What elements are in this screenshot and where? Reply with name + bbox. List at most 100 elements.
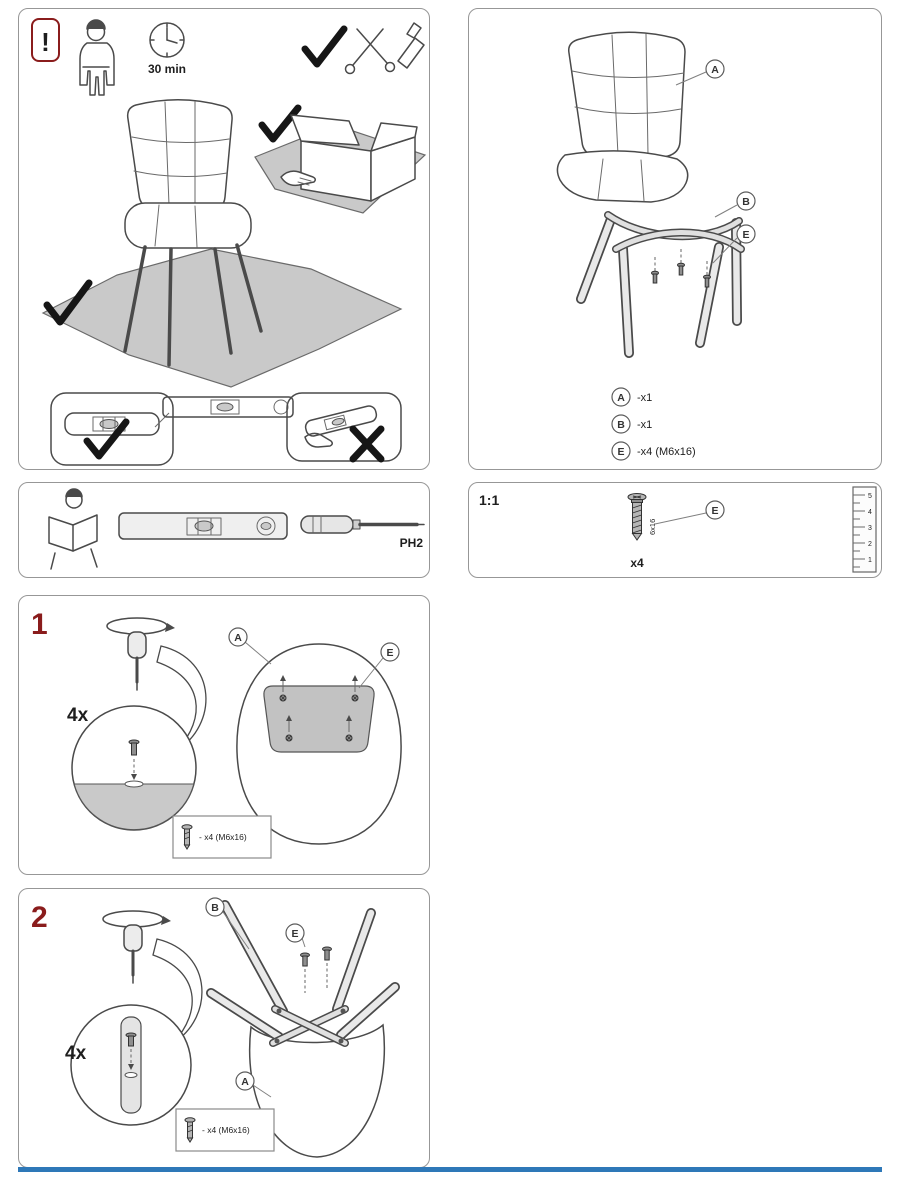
svg-text:E: E bbox=[742, 229, 749, 241]
hardware-note-text: - x4 (M6x16) bbox=[199, 832, 247, 842]
part-label-e: E bbox=[712, 224, 756, 264]
svg-text:B: B bbox=[617, 419, 625, 431]
svg-text:A: A bbox=[711, 64, 719, 76]
part-qty: -x4 (M6x16) bbox=[637, 446, 696, 458]
screw-icon bbox=[651, 257, 659, 284]
checkmark-icon bbox=[43, 279, 93, 326]
ruler-number: 2 bbox=[868, 541, 872, 548]
part-label-e: E bbox=[358, 642, 400, 689]
parts-overview-illustration: A bbox=[556, 31, 756, 461]
time-label: 30 min bbox=[148, 62, 186, 76]
panel-scale: 1:1 6x16 x4 E bbox=[468, 482, 882, 578]
leg-frame bbox=[576, 211, 745, 358]
checkmark-icon bbox=[301, 25, 348, 68]
utility-knife-icon bbox=[397, 22, 425, 69]
screw-icon bbox=[184, 1117, 196, 1143]
screw-icon bbox=[351, 675, 359, 702]
screw-size-label: 6x16 bbox=[648, 519, 657, 535]
spirit-level-icon bbox=[118, 512, 288, 540]
chair-leg bbox=[220, 900, 288, 1016]
box-icon bbox=[290, 114, 418, 202]
tools-illustration: PH2 bbox=[48, 488, 425, 570]
level-detail-correct bbox=[50, 392, 174, 466]
screw-icon bbox=[300, 952, 310, 993]
inverted-chair: B E A bbox=[205, 897, 400, 1158]
part-label-b: B bbox=[714, 191, 756, 218]
svg-text:B: B bbox=[211, 902, 219, 914]
warning-icon: ! bbox=[31, 18, 60, 62]
detail-circle bbox=[70, 1004, 192, 1126]
chair-leg bbox=[731, 218, 742, 326]
blanket bbox=[41, 248, 403, 388]
ruler-number: 1 bbox=[868, 557, 872, 564]
part-label-b: B bbox=[205, 897, 250, 950]
cross-icon bbox=[349, 425, 385, 463]
svg-text:B: B bbox=[742, 196, 750, 208]
hardware-note: - x4 (M6x16) bbox=[172, 815, 272, 859]
panel-preparation: ! 30 min bbox=[18, 8, 430, 470]
screwdriver-type-label: PH2 bbox=[400, 536, 424, 550]
panel-tools: PH2 bbox=[18, 482, 430, 578]
footer-accent-bar bbox=[18, 1167, 882, 1172]
chair-leg bbox=[576, 214, 616, 304]
chair-seat bbox=[556, 31, 689, 203]
part-label-e: E bbox=[654, 500, 725, 525]
ruler-icon: 5 4 3 2 1 bbox=[852, 486, 877, 573]
person-icon bbox=[79, 19, 115, 96]
level-usage-wrong bbox=[286, 392, 402, 463]
panel-parts-overview: A bbox=[468, 8, 882, 470]
clock-icon bbox=[149, 22, 185, 58]
parts-list-row: E bbox=[611, 441, 631, 461]
seat-underside: A E bbox=[228, 627, 402, 845]
repeat-count: 4x bbox=[67, 705, 89, 726]
chair-leg bbox=[618, 244, 634, 358]
parts-list: A -x1 B -x1 E -x4 (M6x16) bbox=[611, 387, 696, 461]
step1-illustration: 1 4x bbox=[31, 608, 402, 859]
screw-icon bbox=[340, 1008, 346, 1014]
part-qty: -x1 bbox=[637, 419, 652, 431]
svg-text:E: E bbox=[711, 505, 718, 517]
hand-icon bbox=[280, 170, 317, 187]
hardware-note: - x4 (M6x16) bbox=[175, 1108, 275, 1152]
step-number: 1 bbox=[31, 608, 48, 641]
ruler-number: 5 bbox=[868, 493, 872, 500]
screw-icon bbox=[677, 249, 685, 276]
reading-person-icon bbox=[48, 488, 98, 570]
svg-text:!: ! bbox=[41, 27, 50, 57]
chair-leg bbox=[332, 908, 376, 1014]
screw-icon bbox=[285, 715, 293, 742]
parts-list-row: B bbox=[611, 414, 631, 434]
step2-illustration: 2 4x bbox=[31, 897, 400, 1158]
ruler-number: 4 bbox=[868, 509, 872, 516]
svg-text:A: A bbox=[617, 392, 625, 404]
screw-qty-label: x4 bbox=[630, 556, 644, 570]
hardware-note-text: - x4 (M6x16) bbox=[202, 1125, 250, 1135]
screwdriver-icon bbox=[102, 910, 171, 984]
repeat-count: 4x bbox=[65, 1043, 87, 1064]
screw-icon bbox=[124, 1032, 138, 1078]
chair-icon bbox=[123, 99, 263, 367]
part-label-a: A bbox=[235, 1071, 272, 1098]
checkmark-icon bbox=[258, 104, 302, 143]
screw-icon bbox=[322, 946, 332, 989]
chair-leg bbox=[336, 982, 400, 1040]
screw-icon bbox=[338, 1038, 344, 1044]
screw-icon bbox=[276, 1008, 282, 1014]
screw-icon bbox=[703, 261, 711, 288]
screw-icon bbox=[124, 739, 144, 788]
svg-text:E: E bbox=[291, 928, 298, 940]
part-label-e: E bbox=[285, 923, 306, 948]
screwdriver-icon bbox=[300, 515, 425, 534]
chair-leg bbox=[695, 242, 724, 348]
svg-text:A: A bbox=[234, 632, 242, 644]
scale-label: 1:1 bbox=[479, 492, 499, 508]
screwdriver-icon bbox=[106, 617, 175, 691]
step-number: 2 bbox=[31, 901, 48, 934]
panel-step-1: 1 4x bbox=[18, 595, 430, 875]
scale-illustration: 1:1 6x16 x4 E bbox=[479, 486, 877, 573]
screw-icon bbox=[627, 493, 647, 541]
panel-step-2: 2 4x bbox=[18, 888, 430, 1168]
screw-icon bbox=[279, 675, 287, 702]
ruler-number: 3 bbox=[868, 525, 872, 532]
part-qty: -x1 bbox=[637, 392, 652, 404]
